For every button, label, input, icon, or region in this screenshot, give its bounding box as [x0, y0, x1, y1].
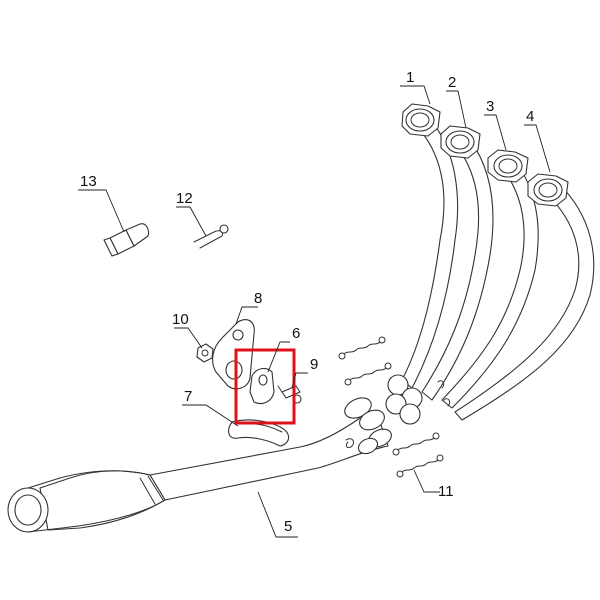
callout-13: 13	[80, 173, 97, 190]
spring-lower-1	[392, 432, 440, 456]
header-pipes[interactable]	[385, 103, 595, 425]
stay-plate[interactable]	[249, 367, 275, 405]
header-flange-1	[401, 103, 441, 137]
callout-2: 2	[448, 74, 456, 91]
callout-5: 5	[284, 518, 292, 535]
header-flange-3	[487, 149, 529, 183]
callout-9: 9	[310, 356, 318, 373]
spring-upper-2	[344, 362, 392, 386]
spring-lower-2	[396, 454, 444, 478]
callout-labels: 1 2 3 4 5 6 7 8 9 10 11 12 13	[80, 69, 534, 535]
header-flange-2	[440, 125, 481, 159]
wire-clip[interactable]	[193, 224, 229, 249]
callout-4: 4	[526, 108, 534, 125]
leader-lines	[78, 85, 551, 538]
callout-6: 6	[292, 325, 300, 342]
highlight-box	[234, 348, 296, 425]
mounting-bracket[interactable]	[212, 319, 255, 390]
callout-10: 10	[172, 311, 189, 328]
callout-11: 11	[438, 483, 454, 500]
callout-3: 3	[486, 98, 494, 115]
bolt[interactable]	[277, 385, 302, 404]
link-pipe-and-silencer[interactable]	[7, 394, 394, 533]
springs[interactable]	[338, 336, 444, 478]
callout-1: 1	[406, 69, 414, 86]
callout-7: 7	[184, 388, 192, 405]
header-flange-4	[527, 173, 569, 207]
grease-tube[interactable]	[103, 223, 150, 257]
callout-12: 12	[176, 190, 193, 207]
callout-8: 8	[254, 290, 262, 307]
spring-upper-1	[338, 336, 386, 360]
flange-nut[interactable]	[196, 343, 214, 363]
